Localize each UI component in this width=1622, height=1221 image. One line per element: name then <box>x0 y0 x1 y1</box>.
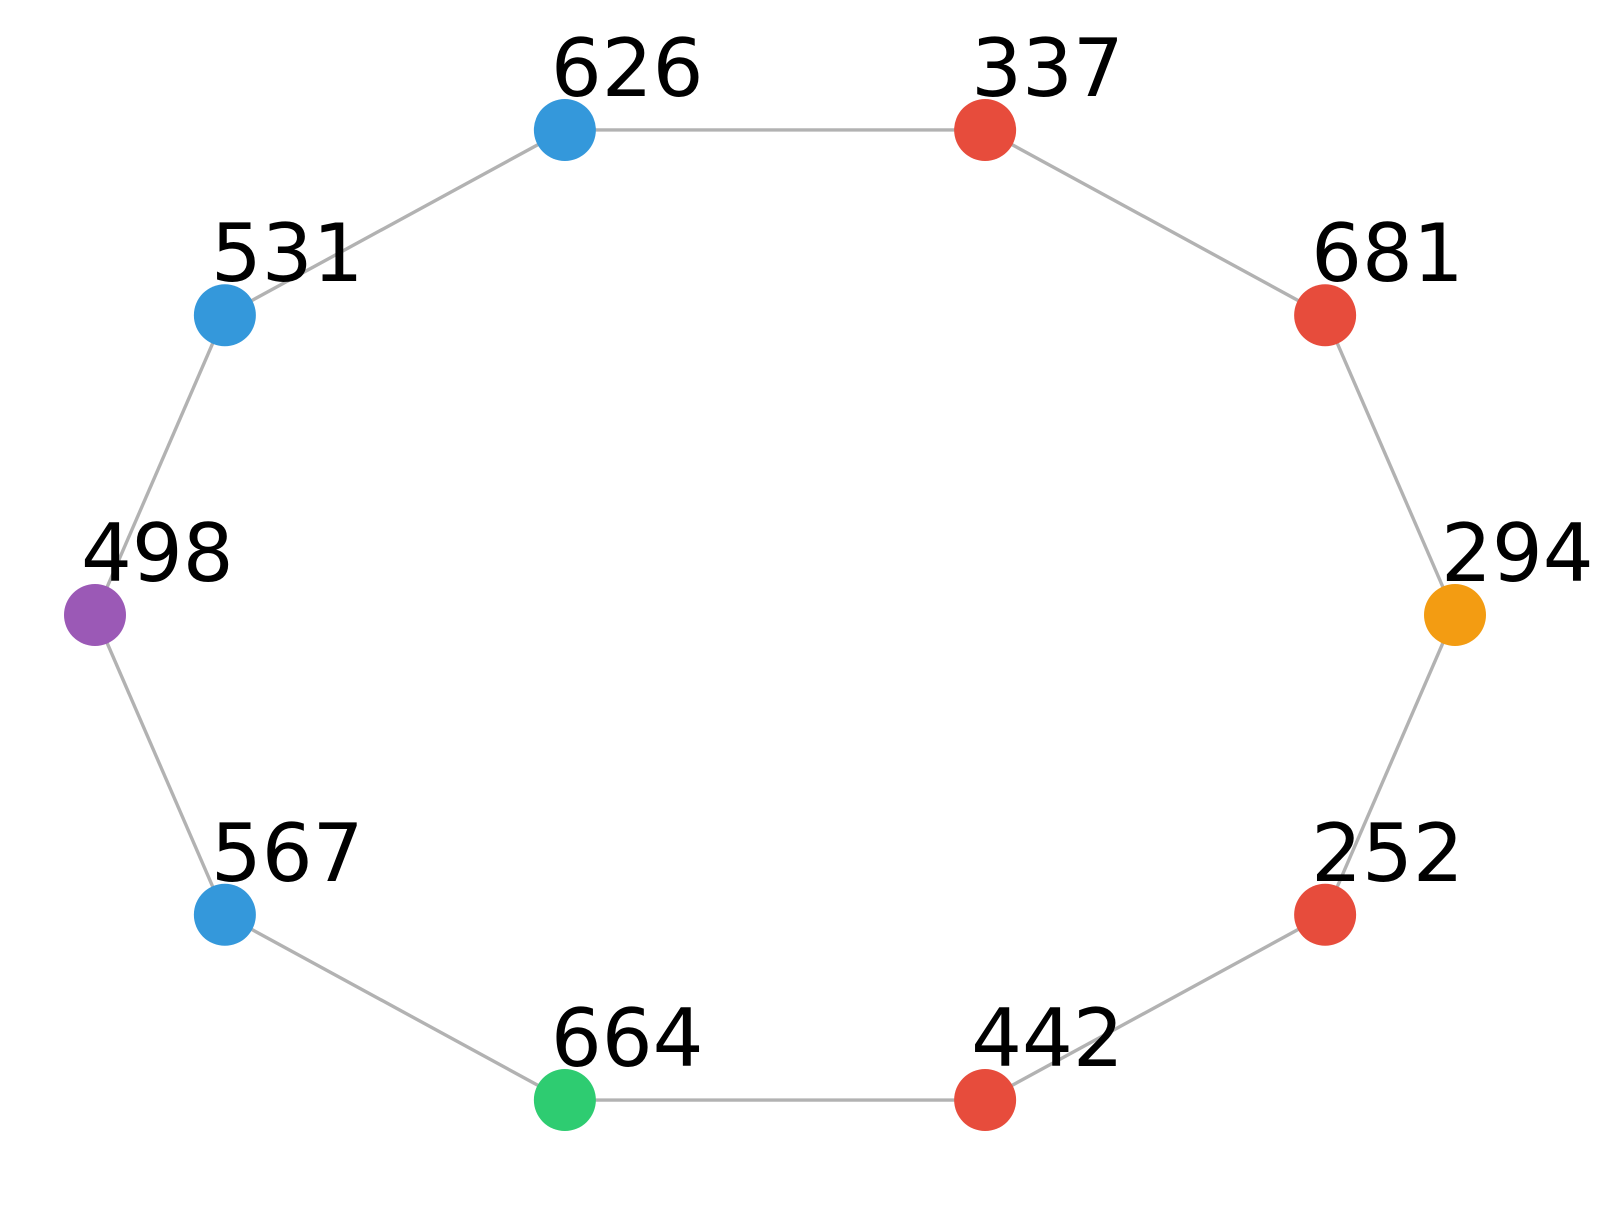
node-label: 567 <box>211 807 364 900</box>
edges-layer <box>93 128 1457 1102</box>
node-label: 626 <box>551 22 704 115</box>
node-label: 664 <box>551 992 704 1085</box>
node-label: 252 <box>1311 807 1464 900</box>
graph-node <box>533 1069 596 1132</box>
graph-edge <box>1323 614 1457 916</box>
graph-edge <box>93 614 227 916</box>
graph-node <box>193 284 256 347</box>
graph-edge <box>984 128 1326 317</box>
node-label: 531 <box>211 207 364 300</box>
graph-node <box>954 1069 1017 1132</box>
nodes-layer <box>64 98 1486 1132</box>
graph-node <box>193 883 256 946</box>
graph-node <box>1294 883 1357 946</box>
graph-edge <box>1323 314 1457 616</box>
graph-node <box>533 98 596 161</box>
graph-edge <box>224 913 566 1102</box>
node-label: 337 <box>971 22 1124 115</box>
node-label: 498 <box>81 507 234 600</box>
labels-layer: 626 337 681 294 252 442 664 567 498 531 <box>81 22 1594 1085</box>
graph-edge <box>93 314 227 616</box>
graph-node <box>64 584 126 646</box>
graph-edge <box>984 913 1326 1102</box>
node-label: 442 <box>971 992 1124 1085</box>
graph-node <box>954 98 1017 161</box>
graph-node <box>1424 584 1486 646</box>
graph-node <box>1294 284 1357 347</box>
node-label: 681 <box>1311 207 1464 300</box>
graph-edge <box>224 128 566 317</box>
node-label: 294 <box>1441 507 1594 600</box>
